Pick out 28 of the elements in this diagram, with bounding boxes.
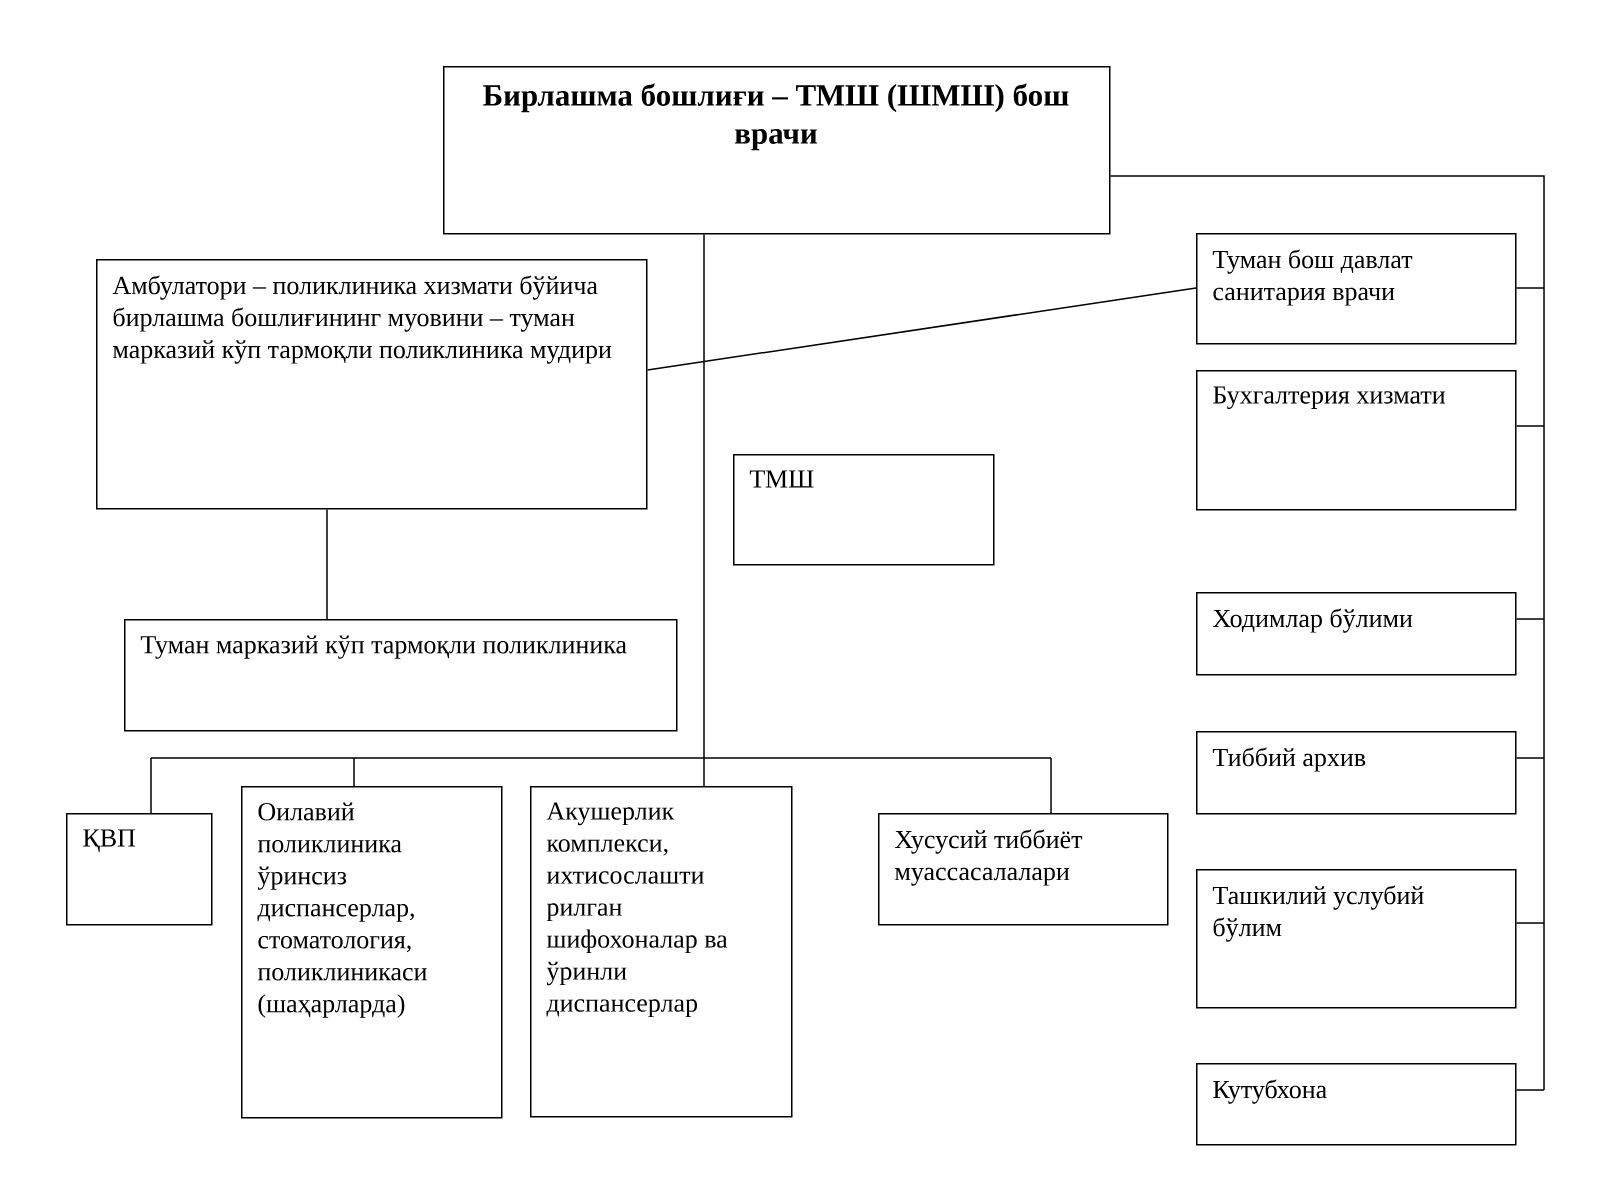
connector-line	[1109, 175, 1545, 1091]
connector-line	[1515, 425, 1545, 427]
org-box: ҚВП	[66, 813, 213, 926]
connector-line	[1515, 287, 1545, 289]
org-box: Оилавий поликлиника ўринсиз диспансерлар, стоматология, поликлиникаси (шаҳарларда)	[241, 786, 503, 1119]
org-box: ТМШ	[733, 454, 995, 566]
connector-line	[1515, 757, 1545, 759]
connector-line	[1515, 1089, 1545, 1091]
org-box: Тиббий архив	[1196, 731, 1517, 815]
org-box: Бирлашма бошлиғи – ТМШ (ШМШ) бош врачи	[443, 66, 1111, 235]
connector-line	[1515, 922, 1545, 924]
org-box: Туман бош давлат санитария врачи	[1196, 233, 1517, 345]
connector-line	[326, 508, 328, 620]
connector-line	[150, 757, 152, 814]
org-box: Ходимлар бўлими	[1196, 592, 1517, 676]
connector-line	[150, 233, 1052, 759]
org-box: Амбулатори – поликлиника хизмати бўйича бирлашма бошлиғининг муовини – туман марказий кўп тармоқли поликлиника мудири	[96, 259, 648, 510]
org-box: Акушерлик комплекси, ихтисослашти рилган шифохоналар ва ўринли диспансерлар	[530, 786, 793, 1118]
connector-line	[1050, 757, 1052, 814]
org-box: Ташкилий услубий бўлим	[1196, 869, 1517, 1009]
org-box: Кутубхона	[1196, 1063, 1517, 1146]
connector-line	[703, 757, 705, 787]
org-box: Туман марказий кўп тармоқли поликлиника	[124, 619, 678, 732]
connector-line	[353, 757, 355, 787]
connector-line	[646, 287, 1197, 371]
org-box: Хусусий тиббиёт муассасалалари	[878, 813, 1169, 926]
org-box: Бухгалтерия хизмати	[1196, 370, 1517, 511]
connector-line	[1515, 618, 1545, 620]
